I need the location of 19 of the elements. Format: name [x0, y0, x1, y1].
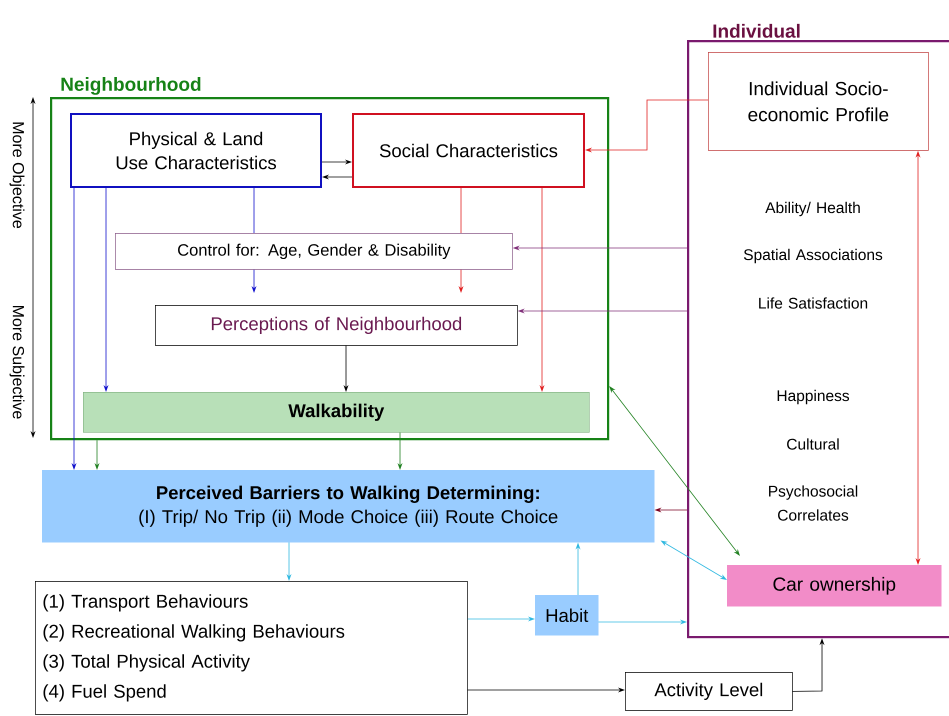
outcome-box: Walkability [83, 392, 590, 433]
axis-label: More Subjective [10, 306, 24, 419]
habit-box: Habit [535, 595, 598, 636]
behaviour-list-box: (1) Transport Behaviours (2) Recreational Walking Behaviours (3) Total Physical Activity (4) Fuel Spend [35, 581, 468, 715]
car-ownership-box: Car ownership [727, 565, 942, 606]
factor-label: Life Satisfaction [759, 297, 868, 309]
factor-label: Psychosocial Correlates [769, 485, 858, 521]
factor-label: Spatial Associations [744, 248, 882, 264]
factor-box: Physical & Land Use Characteristics [70, 113, 322, 188]
factor-label: Happiness [778, 390, 850, 404]
control-box: Control for: Age, Gender & Disability [115, 233, 513, 270]
barriers-box: Perceived Barriers to Walking Determining: (I) Trip/ No Trip (ii) Mode Choice (iii) Route Choice [42, 470, 654, 542]
axis-label: More Objective [10, 122, 24, 228]
factor-label: Cultural [787, 438, 839, 450]
profile-box: Individual Socio-economic Profile [708, 52, 929, 151]
activity-box: Activity Level [625, 672, 793, 711]
factor-label: Ability/ Health [765, 202, 860, 216]
factor-box: Social Characteristics [352, 113, 585, 188]
perception-box: Perceptions of Neighbourhood [155, 305, 518, 346]
